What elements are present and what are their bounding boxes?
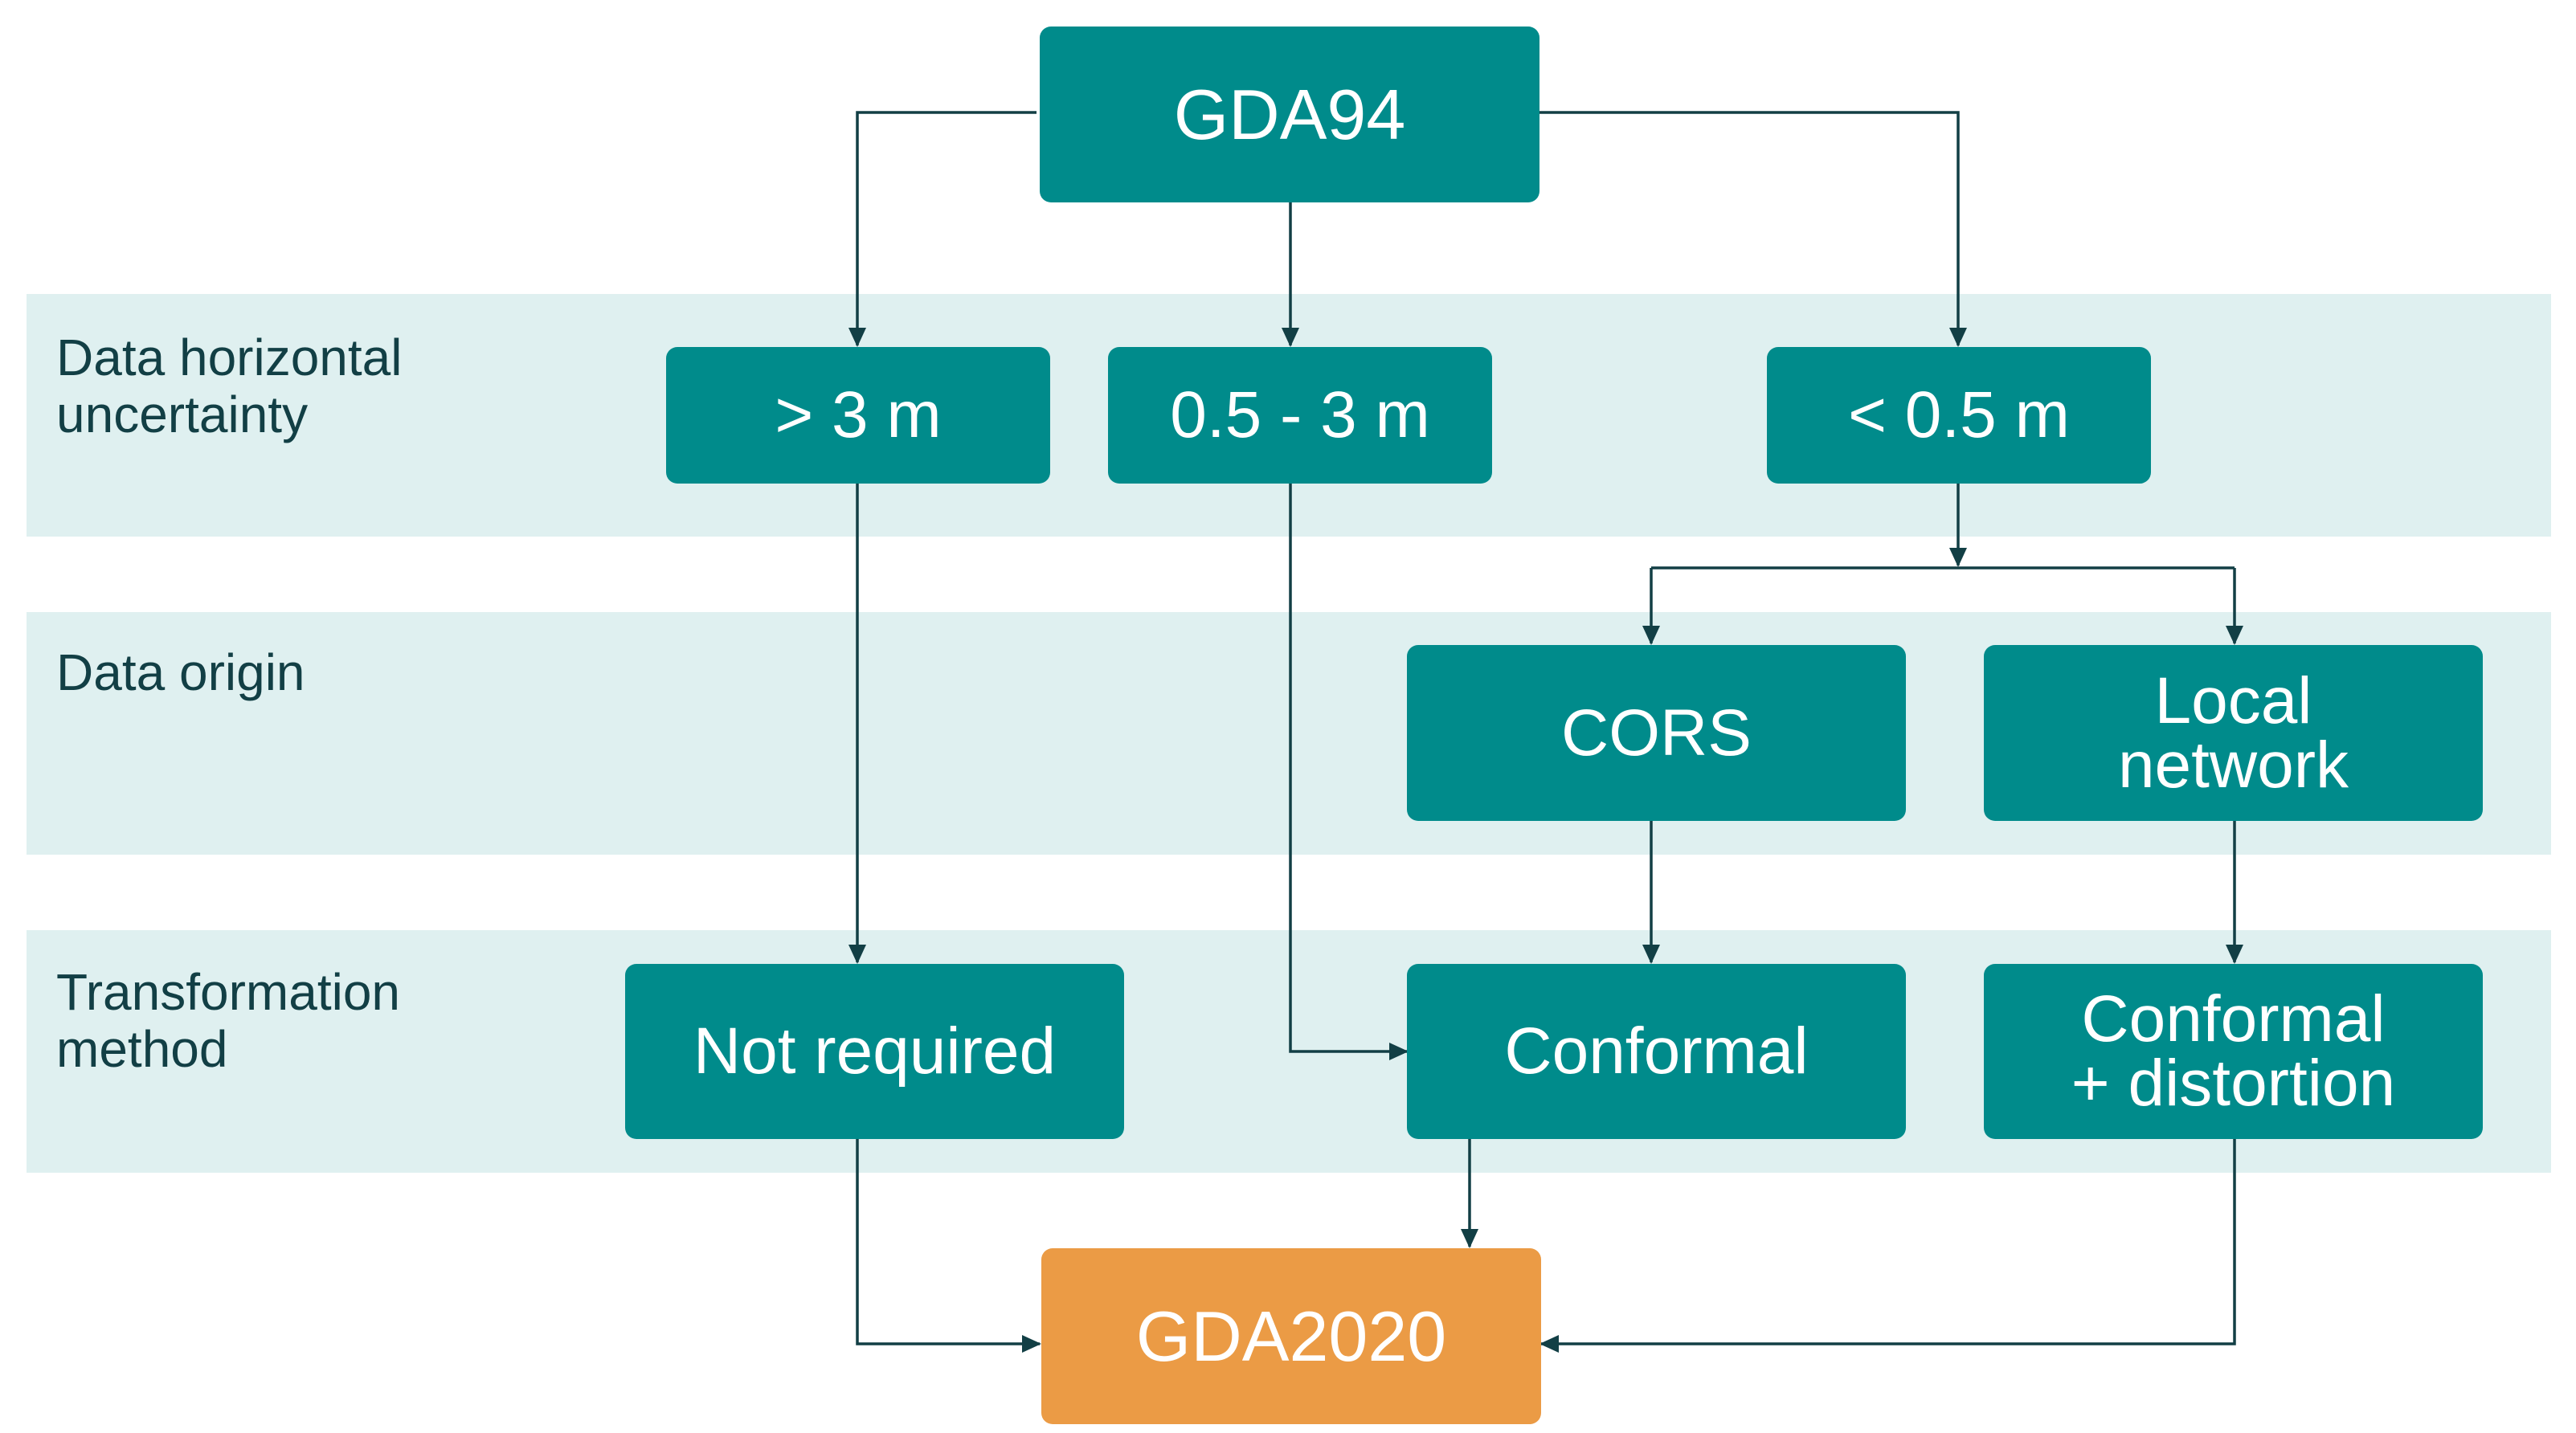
edge-gda94-to-lt05: [1539, 111, 1967, 347]
band-label-data-origin: Data origin: [56, 643, 305, 701]
node-cors: CORS: [1407, 645, 1906, 821]
node-uncertainty-lt-0-5m: < 0.5 m: [1767, 347, 2151, 484]
node-uncertainty-0-5-to-3m: 0.5 - 3 m: [1108, 347, 1492, 484]
node-conformal-distortion: Conformal + distortion: [1984, 964, 2483, 1139]
node-local-network: Local network: [1984, 645, 2483, 821]
band-label-transformation-method: Transformation method: [56, 963, 400, 1078]
node-uncertainty-gt-3m: > 3 m: [666, 347, 1050, 484]
node-not-required: Not required: [625, 964, 1124, 1139]
edge-gda94-to-gt3: [848, 111, 1037, 347]
edge-not-required-to-gda2020: [856, 1139, 1041, 1353]
edge-conformal-distortion-to-gda2020: [1539, 1139, 2236, 1353]
node-conformal: Conformal: [1407, 964, 1906, 1139]
edge-mid-to-conformal: [1289, 484, 1409, 1060]
node-gda2020: GDA2020: [1041, 1248, 1541, 1424]
node-gda94: GDA94: [1040, 27, 1539, 202]
band-label-uncertainty: Data horizontal uncertainty: [56, 329, 403, 443]
